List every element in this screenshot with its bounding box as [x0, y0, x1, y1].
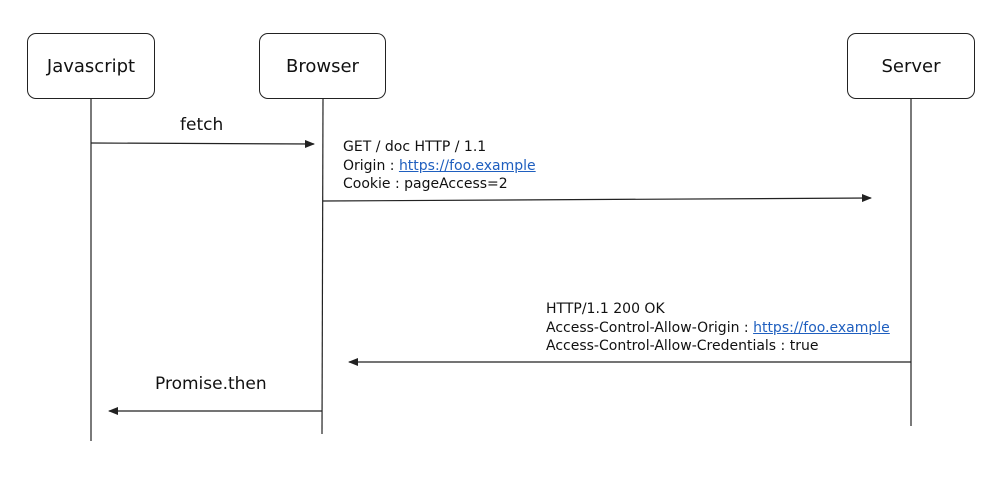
actor-javascript: Javascript: [27, 33, 155, 99]
allow-origin-key: Access-Control-Allow-Origin :: [546, 319, 754, 336]
status-line: HTTP/1.1 200 OK: [546, 301, 665, 317]
response-headers: HTTP/1.1 200 OK Access-Control-Allow-Ori…: [546, 300, 890, 356]
origin-key: Origin :: [343, 157, 399, 174]
actor-browser: Browser: [259, 33, 386, 99]
cookie-header: Cookie : pageAccess=2: [343, 176, 508, 192]
allow-origin-link[interactable]: https://foo.example: [753, 319, 890, 336]
actor-browser-label: Browser: [286, 55, 359, 77]
request-headers: GET / doc HTTP / 1.1 Origin : https://fo…: [343, 138, 536, 194]
allow-origin-header: Access-Control-Allow-Origin : https://fo…: [546, 319, 890, 338]
fetch-label: fetch: [180, 115, 224, 135]
lifeline-browser: [321, 98, 324, 435]
allow-credentials-header: Access-Control-Allow-Credentials : true: [546, 338, 819, 354]
actor-server-label: Server: [881, 55, 941, 77]
arrow-fetch: [90, 139, 315, 148]
arrow-request: [322, 194, 872, 203]
promise-then-label: Promise.then: [155, 374, 267, 394]
actor-javascript-label: Javascript: [46, 55, 136, 77]
origin-link[interactable]: https://foo.example: [398, 157, 536, 174]
origin-header: Origin : https://foo.example: [343, 157, 536, 176]
request-line: GET / doc HTTP / 1.1: [343, 139, 487, 155]
actor-server: Server: [847, 33, 975, 99]
